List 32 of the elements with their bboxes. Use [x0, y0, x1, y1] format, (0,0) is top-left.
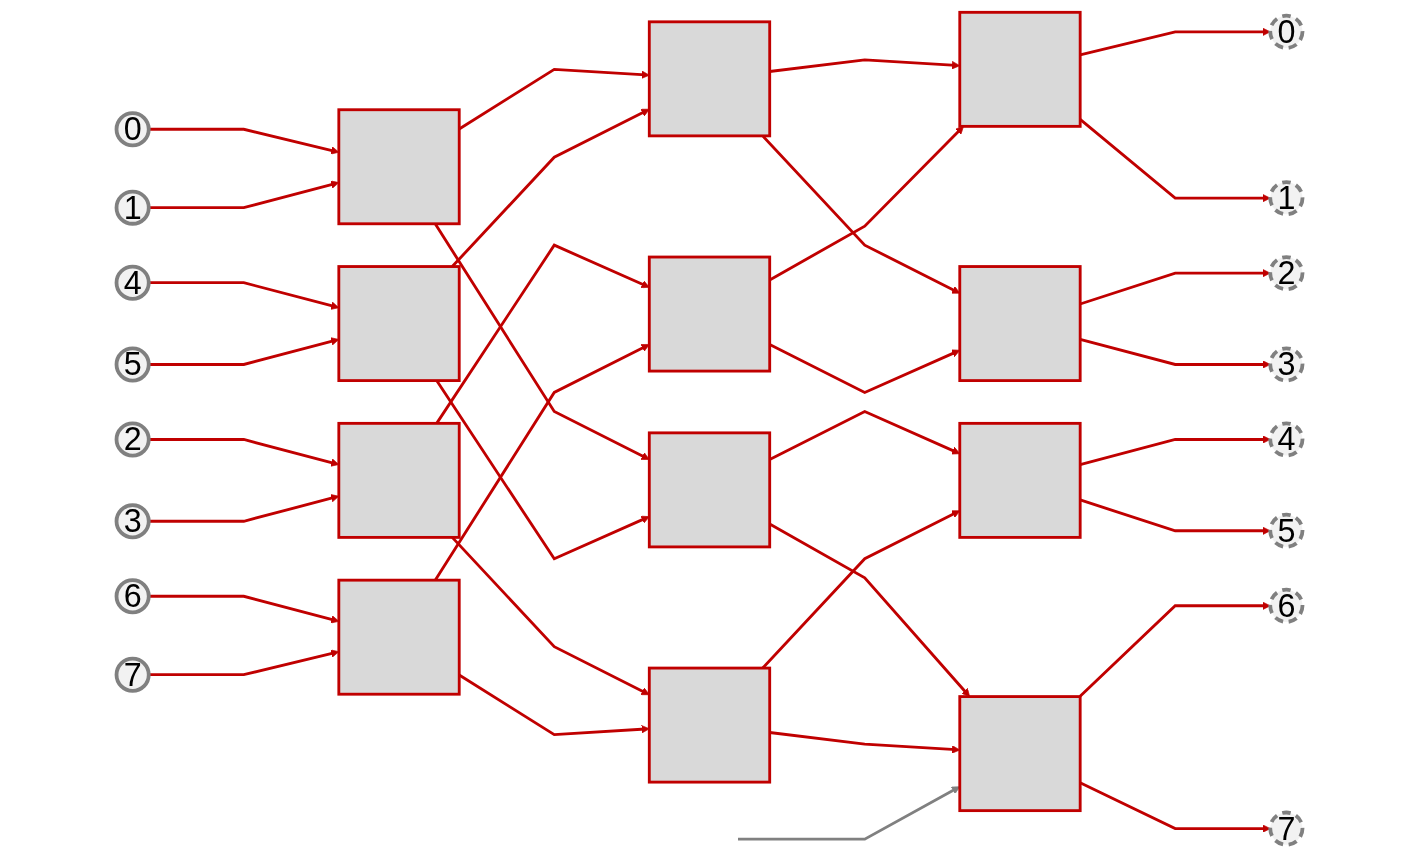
arrow — [434, 223, 650, 460]
node-circle: 1 — [114, 189, 151, 226]
node-box — [647, 431, 772, 549]
node-circle: 2 — [114, 421, 151, 458]
node-circle: 3 — [114, 503, 151, 540]
node-box — [337, 578, 461, 696]
node-box — [958, 695, 1082, 813]
node-circle: 6 — [1268, 587, 1305, 624]
node-box — [337, 421, 461, 539]
node-circle: 7 — [1268, 810, 1305, 847]
node-circle: 0 — [114, 111, 151, 148]
node-box — [647, 666, 772, 784]
arrow — [769, 126, 964, 282]
arrow — [769, 522, 970, 697]
arrow — [434, 344, 650, 581]
node-circle: 4 — [1268, 421, 1305, 458]
node-box — [958, 10, 1082, 128]
node-circle: 0 — [1268, 13, 1305, 50]
node-box — [647, 20, 772, 138]
node-circle: 1 — [1268, 180, 1305, 217]
node-box — [337, 265, 461, 382]
node-box — [337, 108, 461, 226]
node-box — [958, 265, 1082, 382]
node-circle: 5 — [114, 346, 151, 383]
node-circle: 7 — [114, 656, 151, 693]
node-circle: 2 — [1268, 255, 1305, 292]
node-circle: 5 — [1268, 512, 1305, 549]
node-circle: 3 — [1268, 346, 1305, 383]
node-circle: 6 — [114, 578, 151, 615]
node-circle: 4 — [114, 264, 151, 301]
node-box — [958, 421, 1082, 539]
node-box — [647, 255, 772, 373]
